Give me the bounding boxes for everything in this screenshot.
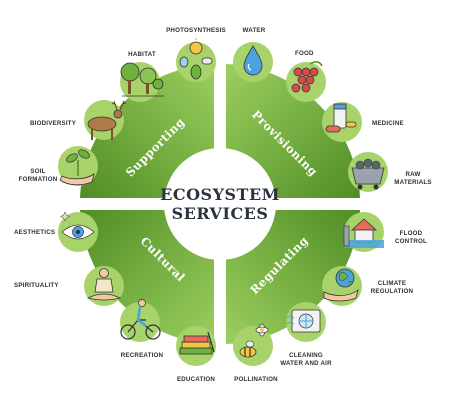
label-habitat: HABITAT	[128, 51, 156, 58]
cyclist-recreation-icon	[120, 299, 161, 342]
pills-medicine-icon	[322, 102, 362, 142]
label-climate: CLIMATE	[378, 280, 406, 287]
air-filter-cleaning-icon	[285, 302, 326, 342]
grapes-food-icon	[286, 61, 326, 102]
label-formation: FORMATION	[19, 176, 58, 183]
label-regulation: REGULATION	[371, 288, 414, 295]
books-education-icon	[176, 326, 216, 366]
label-flood: FLOOD	[400, 230, 423, 237]
label-education: EDUCATION	[177, 376, 215, 383]
habitat-trees-icon	[120, 62, 164, 102]
diagram-title-line1: ECOSYSTEM	[160, 185, 280, 204]
label-cleaning: CLEANING	[289, 352, 323, 359]
label-soil: SOIL	[30, 168, 45, 175]
eye-aesthetics-icon	[58, 211, 98, 252]
water-drop-icon	[233, 42, 273, 82]
label-water-and-air: WATER AND AIR	[280, 360, 332, 367]
label-materials: MATERIALS	[394, 179, 431, 186]
meditation-spirituality-icon	[84, 266, 124, 306]
label-biodiversity: BIODIVERSITY	[30, 120, 77, 127]
deer-biodiversity-icon	[84, 100, 127, 140]
label-pollination: POLLINATION	[234, 376, 278, 383]
center-circle	[164, 148, 276, 260]
photosynthesis-icon	[176, 38, 216, 82]
seedling-hand-icon	[58, 146, 98, 186]
mine-cart-raw-materials-icon	[348, 152, 388, 192]
label-spirituality: SPIRITUALITY	[14, 282, 59, 289]
label-food: FOOD	[295, 50, 314, 57]
label-photosynthesis: PHOTOSYNTHESIS	[166, 27, 226, 34]
globe-hand-climate-icon	[322, 266, 362, 306]
label-medicine: MEDICINE	[372, 120, 404, 127]
bee-pollination-icon	[233, 323, 273, 366]
label-recreation: RECREATION	[121, 352, 164, 359]
house-flood-control-icon	[343, 212, 384, 252]
label-aesthetics: AESTHETICS	[14, 229, 55, 236]
diagram-title-line2: SERVICES	[172, 204, 269, 223]
label-raw: RAW	[405, 171, 420, 178]
label-water: WATER	[243, 27, 266, 34]
label-control: CONTROL	[395, 238, 427, 245]
